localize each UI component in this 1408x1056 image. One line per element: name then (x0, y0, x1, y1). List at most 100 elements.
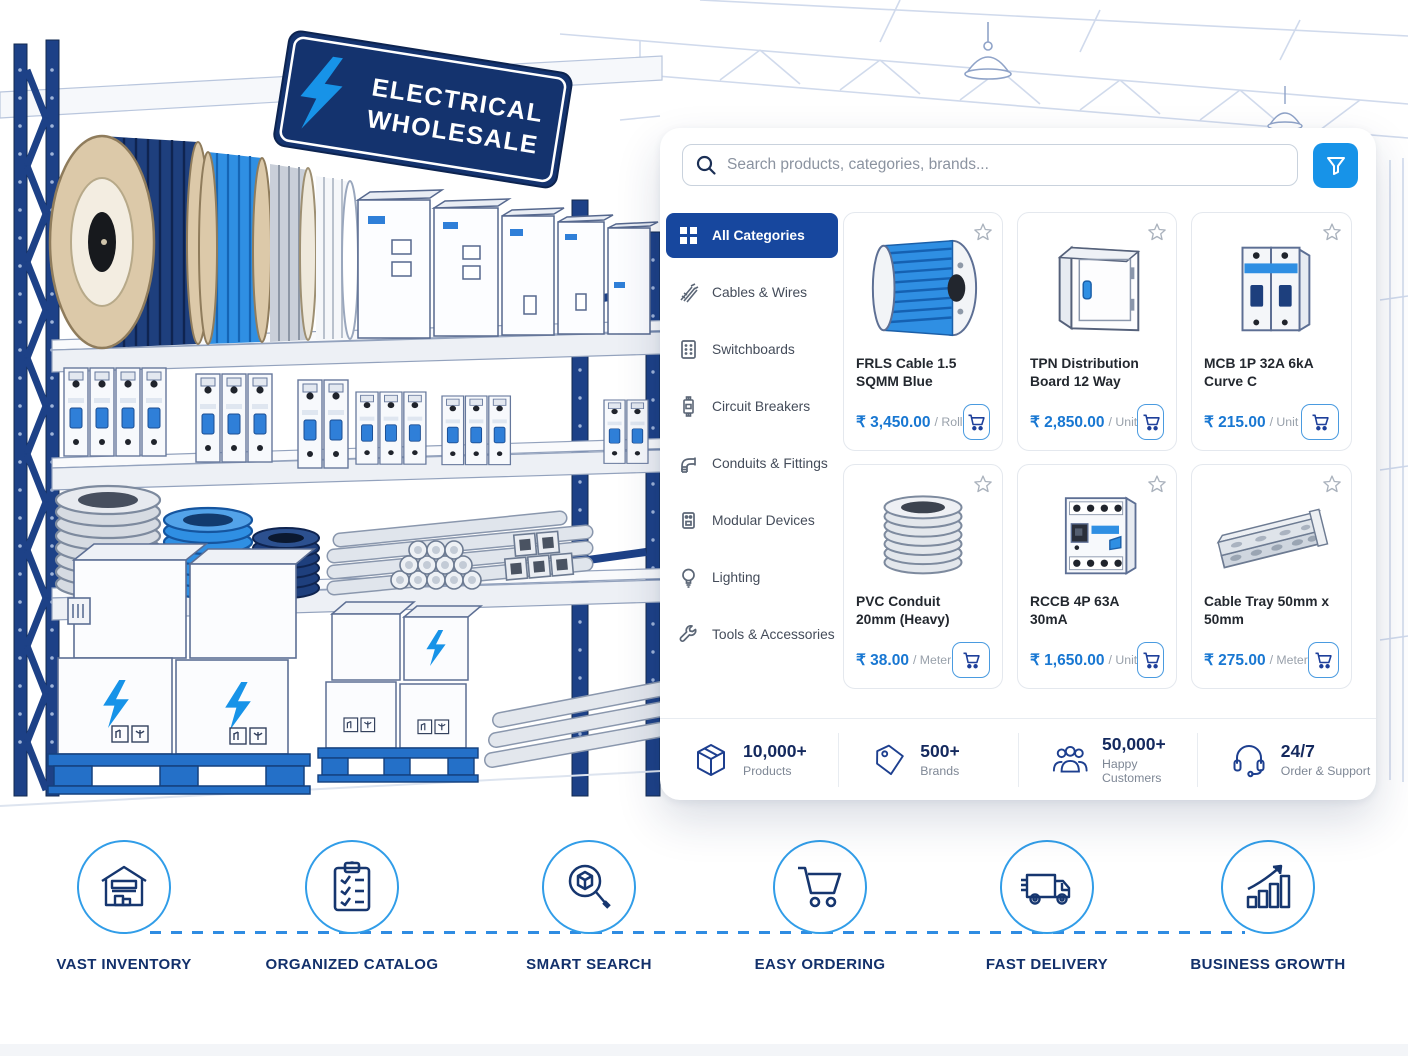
product-unit: / Unit (1108, 653, 1138, 667)
search-input[interactable] (682, 144, 1298, 186)
feature-label: SMART SEARCH (526, 956, 652, 973)
product-unit: / Meter (1269, 653, 1308, 667)
feature-label: BUSINESS GROWTH (1190, 956, 1346, 973)
cart-icon (968, 414, 985, 431)
favorite-star-icon[interactable] (1147, 222, 1167, 242)
pallet-right (317, 747, 479, 783)
stat-label: Order & Support (1280, 763, 1371, 778)
feature-label: EASY ORDERING (754, 956, 886, 973)
cart-icon (1143, 652, 1160, 669)
feature-smart-search: SMART SEARCH (479, 840, 699, 973)
stat-value: 10,000+ (743, 741, 807, 762)
favorite-star-icon[interactable] (1322, 222, 1342, 242)
product-name: TPN Distribution Board 12 Way (1030, 356, 1139, 389)
headset-icon (1233, 744, 1265, 777)
favorite-star-icon[interactable] (973, 222, 993, 242)
truck-icon (1021, 873, 1071, 905)
features-row: VAST INVENTORY ORGANIZED CATALOG SMART S… (0, 840, 1408, 1000)
product-card[interactable]: FRLS Cable 1.5 SQMM Blue ₹ 3,450.00 / Ro… (843, 212, 1003, 451)
product-card[interactable]: Cable Tray 50mm x 50mm ₹ 275.00 / Meter (1191, 464, 1352, 689)
stat-value: 500+ (920, 741, 960, 762)
favorite-star-icon[interactable] (973, 474, 993, 494)
sidebar-item-circuit-breakers[interactable]: Circuit Breakers (666, 384, 838, 429)
feature-label: VAST INVENTORY (56, 956, 192, 973)
clipboard-icon (333, 861, 371, 912)
product-unit: / Unit (1108, 415, 1138, 429)
electrical-wholesale-sign: ELECTRICAL WHOLESALE (273, 30, 573, 189)
feature-business-growth: BUSINESS GROWTH (1158, 840, 1378, 973)
product-name: Cable Tray 50mm x 50mm (1204, 594, 1330, 627)
pendant-lamp-icon (964, 22, 1012, 80)
add-to-cart-button[interactable] (1307, 642, 1339, 678)
product-image-pvc-conduit (856, 481, 990, 585)
pipes-and-tubes (326, 510, 678, 768)
search-box-icon (568, 864, 611, 909)
filter-button[interactable] (1313, 143, 1358, 188)
cart-icon (1315, 652, 1333, 669)
favorite-star-icon[interactable] (1322, 474, 1342, 494)
rack-left-column (13, 39, 60, 797)
sidebar-item-label: Switchboards (712, 342, 795, 357)
people-icon (1052, 745, 1088, 773)
product-card[interactable]: MCB 1P 32A 6kA Curve C ₹ 215.00 / Unit (1191, 212, 1352, 451)
growth-icon (1246, 864, 1291, 909)
product-card[interactable]: RCCB 4P 63A 30mA ₹ 1,650.00 / Unit (1017, 464, 1177, 689)
tag-icon (876, 744, 905, 775)
product-unit: / Roll (934, 415, 963, 429)
product-unit: / Meter (912, 653, 952, 667)
cart-large-icon (798, 866, 842, 908)
sidebar-item-switchboards[interactable]: Switchboards (666, 327, 838, 372)
product-grid: FRLS Cable 1.5 SQMM Blue ₹ 3,450.00 / Ro… (843, 212, 1366, 690)
dashed-connector (150, 931, 1245, 934)
add-to-cart-button[interactable] (1301, 404, 1339, 440)
add-to-cart-button[interactable] (952, 642, 990, 678)
sidebar-item-label: Conduits & Fittings (712, 456, 828, 471)
sidebar-item-conduits-fittings[interactable]: Conduits & Fittings (666, 441, 838, 486)
sidebar-item-label: Tools & Accessories (712, 627, 835, 642)
add-to-cart-button[interactable] (962, 404, 990, 440)
sidebar-item-lighting[interactable]: Lighting (666, 555, 838, 600)
wrench-icon (679, 625, 697, 642)
sidebar-item-tools-accessories[interactable]: Tools & Accessories (666, 612, 838, 657)
sidebar-item-cables-wires[interactable]: Cables & Wires (666, 270, 838, 315)
stat-value: 50,000+ (1102, 734, 1166, 755)
stat-customers: 50,000+Happy Customers (1017, 732, 1197, 787)
product-price: ₹ 275.00 (1204, 651, 1266, 669)
warehouse-icon (101, 865, 147, 907)
feature-fast-delivery: FAST DELIVERY (937, 840, 1157, 973)
cable-spools (48, 134, 359, 350)
stat-label: Brands (920, 763, 960, 778)
product-unit: / Unit (1269, 415, 1299, 429)
pallet-left (47, 753, 311, 795)
lightning-bolt-icon (300, 56, 343, 129)
add-to-cart-button[interactable] (1137, 642, 1164, 678)
cart-icon (1143, 414, 1160, 431)
product-name: PVC Conduit 20mm (Heavy) (856, 594, 950, 627)
feature-label: FAST DELIVERY (985, 956, 1109, 973)
sidebar-item-label: Modular Devices (712, 513, 815, 528)
sidebar-item-all-categories[interactable]: All Categories (666, 213, 838, 258)
sidebar-item-modular-devices[interactable]: Modular Devices (666, 498, 838, 543)
search-bar (682, 144, 1298, 186)
feature-label: ORGANIZED CATALOG (265, 956, 439, 973)
add-to-cart-button[interactable] (1137, 404, 1164, 440)
switchboard-icon (681, 340, 696, 359)
product-card[interactable]: PVC Conduit 20mm (Heavy) ₹ 38.00 / Meter (843, 464, 1003, 689)
catalog-panel: All Categories Cables & Wires Switchboar… (660, 128, 1376, 800)
product-image-rccb (1030, 481, 1164, 585)
feature-vast-inventory: VAST INVENTORY (14, 840, 234, 973)
product-image-distribution-board (1030, 229, 1164, 347)
favorite-star-icon[interactable] (1147, 474, 1167, 494)
feature-easy-ordering: EASY ORDERING (710, 840, 930, 973)
conduit-icon (681, 457, 696, 473)
breaker-icon (683, 396, 694, 417)
product-image-cable-tray (1204, 481, 1339, 585)
product-name: FRLS Cable 1.5 SQMM Blue (856, 356, 957, 389)
category-sidebar: All Categories Cables & Wires Switchboar… (666, 213, 838, 669)
product-price: ₹ 1,650.00 (1030, 651, 1105, 669)
product-card[interactable]: TPN Distribution Board 12 Way ₹ 2,850.00… (1017, 212, 1177, 451)
cabinet-boxes (355, 189, 659, 339)
